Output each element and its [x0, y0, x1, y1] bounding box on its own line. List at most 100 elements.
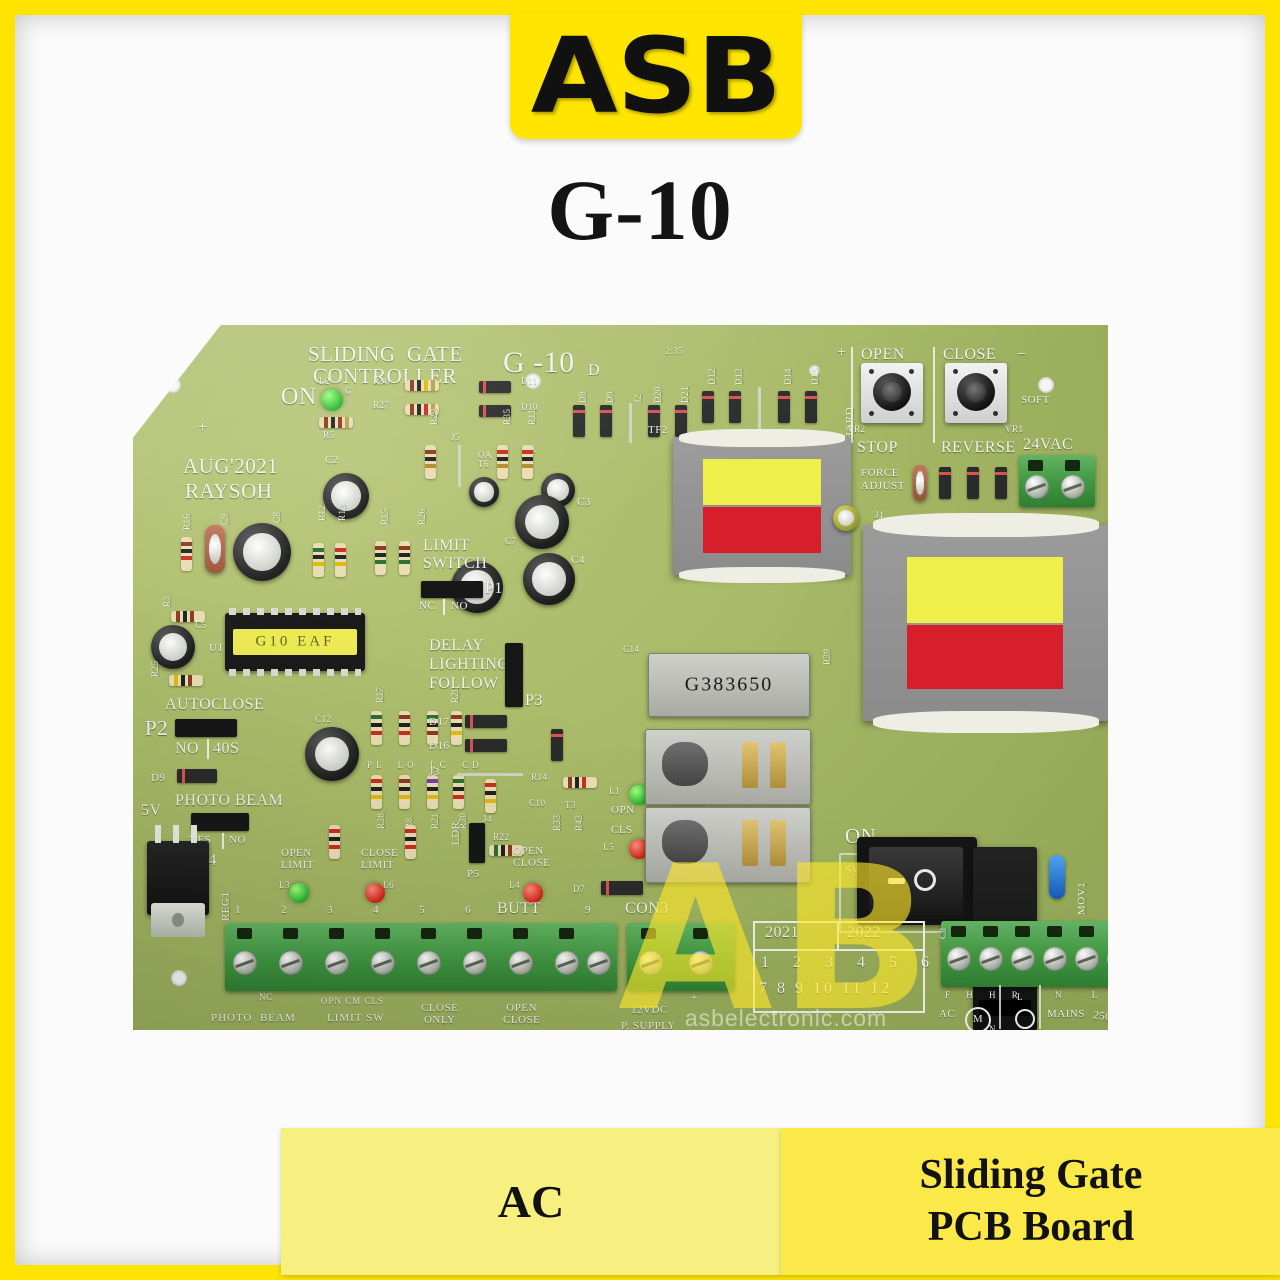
silk-motor-symbol: M	[965, 1007, 991, 1030]
silk-ref-c14: C14	[623, 644, 640, 654]
resistor	[405, 380, 439, 391]
jumper-p3[interactable]	[505, 643, 523, 707]
silk-group-close-only: CLOSE ONLY	[421, 1002, 459, 1026]
silk-ldr: LDR	[450, 821, 462, 846]
capacitor-c12	[305, 727, 359, 781]
terminal-block-12vdc[interactable]	[627, 923, 735, 991]
silk-close-limit: CLOSE LIMIT	[361, 847, 399, 872]
silk-divider	[207, 739, 209, 759]
silk-term-num-2: 2	[281, 904, 287, 916]
resistor	[169, 675, 203, 686]
silk-term-num-6: 6	[465, 904, 471, 916]
silk-ref-r5: R5	[323, 430, 335, 440]
silk-p1-nc: NC	[419, 600, 436, 612]
caption-right: Sliding Gate PCB Board	[781, 1128, 1280, 1275]
jumper-p4[interactable]	[191, 813, 249, 831]
led-open-close	[523, 883, 543, 903]
silk-ref-r22: R22	[493, 832, 510, 842]
diode	[675, 405, 687, 437]
potentiometer-open[interactable]	[861, 363, 923, 423]
potentiometer-close[interactable]	[945, 363, 1007, 423]
pot-knob[interactable]	[957, 373, 995, 411]
mounting-hole	[1038, 377, 1054, 393]
terminal-block-main[interactable]	[225, 923, 617, 991]
caption-right-line2: PCB Board	[927, 1203, 1135, 1250]
brand-logo-badge: ASB	[510, 13, 802, 139]
mounting-hole	[171, 970, 187, 986]
ic-hand-marking: G10 EAF	[255, 633, 335, 650]
silk-p1-no: NO	[451, 600, 468, 612]
silk-ref-con8: C8	[938, 927, 948, 939]
product-model-title: G-10	[547, 162, 733, 258]
inner-panel: ASB G-10 SLIDING GATE CONTROLLER G -10 D	[15, 13, 1280, 1275]
silk-group-12vdc: 12VDC	[631, 1004, 668, 1016]
led-cls	[629, 839, 649, 859]
silk-p2: P2	[145, 716, 169, 740]
silk-photo-beam: PHOTO BEAM	[175, 792, 284, 809]
silk-ref-r39: R39	[822, 648, 832, 665]
transformer-tf2	[673, 429, 851, 583]
resistor	[375, 541, 386, 575]
resistor	[371, 711, 382, 745]
silk-reverse: REVERSE	[941, 439, 1016, 456]
resistor	[399, 541, 410, 575]
silk-divider	[1039, 985, 1041, 1029]
silk-p4-no: NO	[229, 834, 246, 846]
silk-ref-c4: C4	[571, 554, 585, 566]
silk-ref-j1: J1	[875, 510, 885, 520]
resistor	[451, 711, 462, 745]
silk-oa-t6: OA T6	[478, 450, 492, 470]
caption-right-line1: Sliding Gate	[919, 1152, 1143, 1199]
silk-ref-r14: R14	[531, 772, 548, 782]
power-rocker-switch[interactable]	[857, 837, 977, 925]
mov-varistor	[1049, 855, 1065, 899]
resistor	[371, 775, 382, 809]
jumper-p1[interactable]	[421, 581, 483, 598]
silk-open-limit: OPEN LIMIT	[281, 847, 315, 872]
silk-opn: OPN	[611, 804, 635, 816]
caption-left: AC	[281, 1128, 781, 1275]
silk-ref-l1: L1	[609, 786, 620, 796]
jumper-p2[interactable]	[175, 719, 237, 737]
silk-ref-r12: R12	[317, 504, 327, 521]
silk-ref-j5: J5	[451, 432, 461, 442]
terminal-24vac[interactable]	[1019, 455, 1095, 507]
diode	[805, 391, 817, 423]
capacitor-c2	[323, 473, 369, 519]
silk-power-on-label: ON	[281, 384, 317, 410]
rocker-key[interactable]	[869, 847, 963, 915]
capacitor-c3	[515, 495, 569, 549]
silk-24vac: 24VAC	[1023, 436, 1074, 453]
silk-12vdc-plus: +	[691, 992, 698, 1004]
resistor	[399, 775, 410, 809]
silk-date-code: AUG'2021	[183, 454, 279, 478]
silk-p2-40s: 40S	[213, 740, 240, 757]
silk-force-adjust: FORCE ADJUST	[861, 467, 905, 492]
relay-code: G383650	[684, 673, 774, 696]
resistor	[427, 711, 438, 745]
resistor	[522, 445, 533, 479]
capacitor	[833, 505, 859, 531]
silk-ref-d16: D16	[429, 740, 450, 752]
brand-logo-text: ASB	[530, 15, 782, 137]
silk-5v: 5V	[141, 802, 162, 819]
diode	[479, 405, 511, 417]
jumper-p5[interactable]	[469, 823, 485, 863]
terminal-block-mains[interactable]	[941, 921, 1108, 987]
pot-knob[interactable]	[873, 373, 911, 411]
silk-divider	[933, 347, 935, 443]
capacitor	[205, 525, 225, 573]
silk-model-suffix: D	[588, 362, 601, 379]
mounting-hole	[165, 377, 181, 393]
silk-ref-d10: D10	[521, 402, 538, 412]
jumper-wire	[458, 445, 461, 487]
resistor	[313, 543, 324, 577]
silk-lamp-pin-l: L	[1017, 992, 1023, 1002]
silk-term-num-1: 1	[235, 904, 241, 916]
pcb-photo: SLIDING GATE CONTROLLER G -10 D 2:35 AUG…	[133, 315, 1133, 1055]
silk-ref-c3: C3	[577, 496, 591, 508]
silk-ref-r3: R3	[162, 595, 172, 607]
silk-group-open-close: OPEN CLOSE	[503, 1002, 541, 1026]
rocker-off-mark	[914, 869, 937, 892]
silk-p1: P1	[485, 580, 503, 597]
